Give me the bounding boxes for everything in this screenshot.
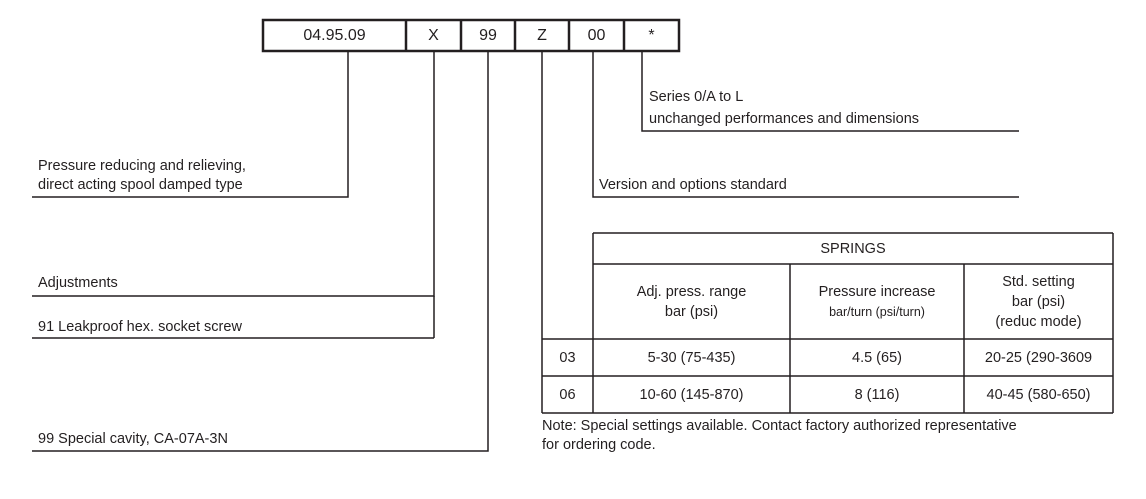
row-06-increase: 8 (116) xyxy=(854,386,900,403)
springs-table-grid xyxy=(542,232,1114,414)
leader-cavity xyxy=(32,52,489,452)
row-03-setting: 20-25 (290-3609 xyxy=(984,349,1093,366)
adjustments-option: 91 Leakproof hex. socket screw xyxy=(38,319,242,335)
function-label-line1: Pressure reducing and relieving, xyxy=(38,158,246,174)
note-line1: Note: Special settings available. Contac… xyxy=(542,418,1017,434)
code-segment-model: 04.95.09 xyxy=(303,26,366,44)
row-06-code: 06 xyxy=(559,386,576,403)
code-segment-spring: Z xyxy=(537,26,547,44)
header-std-setting-line2: bar (psi) xyxy=(1011,293,1066,310)
header-std-setting-line1: Std. setting xyxy=(1002,273,1075,290)
header-std-setting: Std. setting bar (psi) (reduc mode) xyxy=(964,264,1113,339)
code-segment-series: * xyxy=(648,26,655,44)
code-segment-version: 00 xyxy=(587,26,606,44)
adjustments-title: Adjustments xyxy=(38,275,118,291)
springs-table-title: SPRINGS xyxy=(820,240,886,257)
leader-series xyxy=(641,52,1019,132)
leader-version xyxy=(592,52,1019,198)
row-06-setting: 40-45 (580-650) xyxy=(986,386,1091,403)
version-label: Version and options standard xyxy=(599,177,787,193)
code-frame xyxy=(261,18,681,53)
header-pressure-increase: Pressure increase bar/turn (psi/turn) xyxy=(790,264,964,339)
header-adj-range-line1: Adj. press. range xyxy=(636,283,747,300)
row-06-range: 10-60 (145-870) xyxy=(639,386,744,403)
function-label-line2: direct acting spool damped type xyxy=(38,177,243,193)
note-line2: for ordering code. xyxy=(542,437,656,453)
header-adj-range-line2: bar (psi) xyxy=(664,303,719,320)
header-pressure-increase-line2: bar/turn (psi/turn) xyxy=(829,304,925,319)
header-adj-range: Adj. press. range bar (psi) xyxy=(593,264,790,339)
code-segment-adjustment: X xyxy=(428,26,439,44)
row-03-code: 03 xyxy=(559,349,576,366)
cavity-label: 99 Special cavity, CA-07A-3N xyxy=(38,431,228,447)
header-pressure-increase-line1: Pressure increase xyxy=(818,283,936,300)
series-label-line1: Series 0/A to L xyxy=(649,89,744,105)
code-segment-cavity: 99 xyxy=(479,26,497,44)
series-label-line2: unchanged performances and dimensions xyxy=(649,111,920,127)
leader-function xyxy=(32,52,349,198)
row-03-range: 5-30 (75-435) xyxy=(647,349,736,366)
row-03-increase: 4.5 (65) xyxy=(852,349,902,366)
header-std-setting-line3: (reduc mode) xyxy=(995,313,1082,330)
